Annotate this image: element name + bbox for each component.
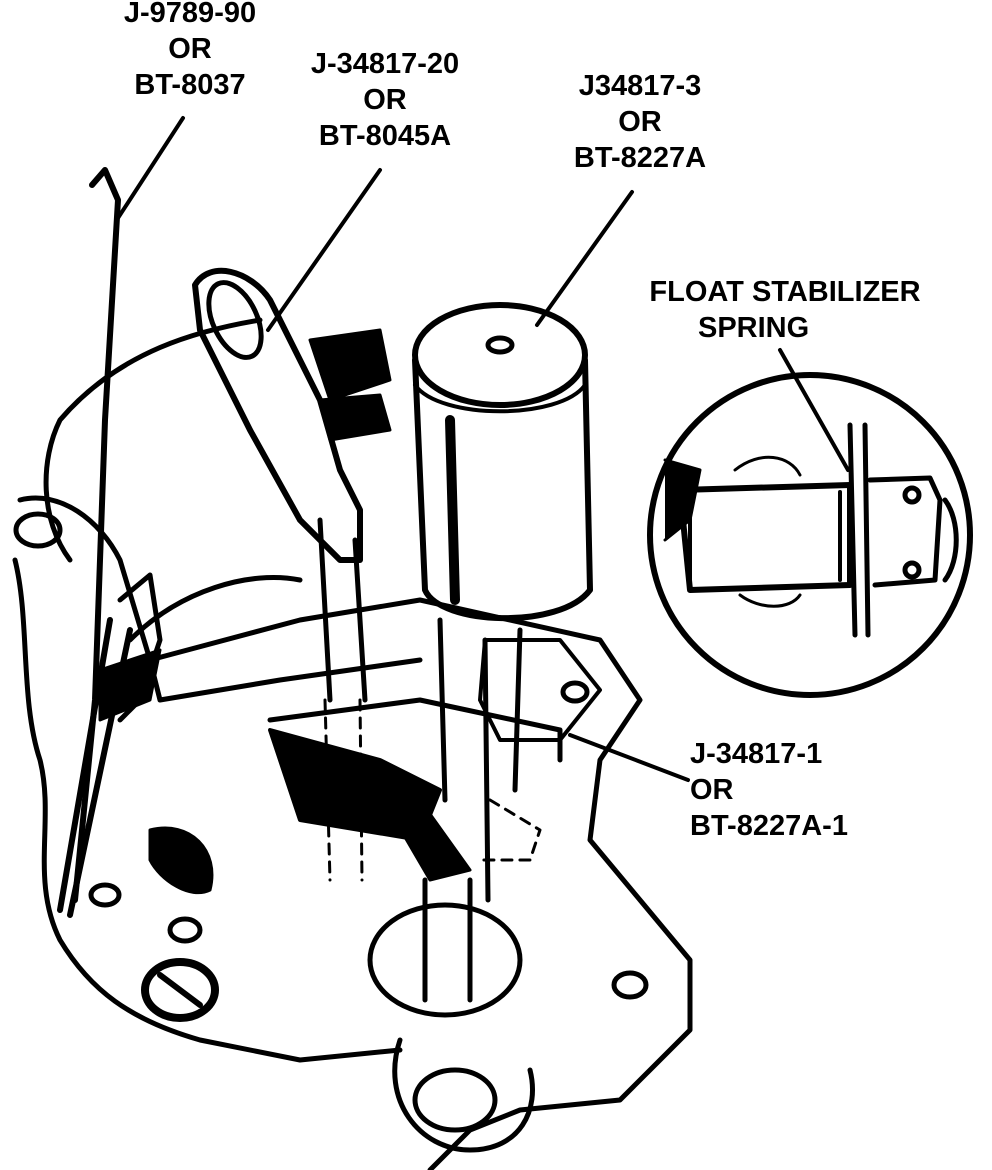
screw-slot: [157, 972, 203, 1008]
inset-spring-bar: [847, 422, 871, 638]
carb-upper-rim: [43, 317, 263, 563]
cylinder-top: [412, 302, 588, 408]
label-tool-a: J-9789-90 OR BT-8037: [105, 0, 275, 103]
label-tool-b-line3: BT-8045A: [318, 120, 452, 152]
label-tool-a-line1: J-9789-90: [123, 0, 257, 29]
label-tool-a-line3: BT-8037: [134, 69, 246, 101]
label-float-spring: FLOAT STABILIZER SPRING: [610, 274, 960, 346]
inset-float-inner: [688, 488, 842, 587]
lower-flange: [392, 1037, 535, 1153]
cylinder-sides: [412, 357, 593, 622]
label-tool-d-line1: J-34817-1: [690, 738, 823, 770]
label-tool-b: J-34817-20 OR BT-8045A: [290, 46, 480, 154]
label-tool-c: J34817-3 OR BT-8227A: [550, 68, 730, 176]
cylinder-stem: [437, 617, 523, 903]
label-tool-a-line2: OR: [168, 33, 212, 65]
inset-spring-clip: [867, 475, 943, 588]
float-block-2: [358, 758, 472, 882]
cylinder-band: [413, 383, 587, 414]
mount-hole-top-left: [13, 511, 63, 549]
inset-spring-hole1: [902, 485, 922, 505]
base-plate: [478, 638, 602, 742]
mount-hole-right: [611, 970, 649, 1000]
label-tool-d: J-34817-1 OR BT-8227A-1: [690, 736, 890, 844]
left-dark-part: [98, 648, 162, 722]
flange-hole-inner: [412, 1067, 498, 1133]
inset-right-edge: [942, 497, 959, 583]
label-float-spring-line2: SPRING: [698, 312, 810, 344]
leader-float-spring: [778, 348, 850, 472]
label-tool-d-line3: BT-8227A-1: [690, 810, 848, 842]
bore-shaft: [422, 877, 473, 1003]
carb-inner-ledge: [147, 657, 423, 703]
label-tool-d-line2: OR: [690, 774, 734, 806]
inset-hint-arc: [733, 455, 802, 608]
label-tool-b-line1: J-34817-20: [310, 48, 460, 80]
mount-hole-mid: [560, 680, 590, 704]
upper-block-2: [318, 393, 392, 442]
cylinder-top-hole: [485, 335, 515, 355]
leader-tool-c: [535, 190, 634, 327]
inset-float: [677, 482, 853, 593]
label-tool-c-line2: OR: [618, 106, 662, 138]
leader-tool-d: [568, 733, 690, 782]
carb-body-outline: [17, 495, 693, 1170]
mount-hole-left1: [88, 882, 122, 908]
flat-bar-stem: [317, 517, 368, 703]
carb-bowl-arc: [127, 575, 303, 643]
left-boss: [148, 826, 214, 895]
label-tool-c-line3: BT-8227A: [573, 142, 707, 174]
label-tool-c-line1: J34817-3: [578, 70, 702, 102]
label-tool-b-line2: OR: [363, 84, 407, 116]
carb-body-left: [12, 557, 403, 1063]
flat-bar-head: [192, 267, 363, 563]
inset-circle: [647, 372, 973, 698]
stem-dashed: [478, 798, 542, 862]
leader-tool-b: [266, 168, 382, 332]
flat-bar-hole: [206, 280, 264, 360]
cylinder-shade: [445, 415, 460, 605]
bowl-floor: [267, 697, 563, 763]
upper-block: [308, 328, 392, 402]
leader-tool-a: [116, 116, 185, 220]
inset-spring-hole2: [902, 560, 922, 580]
throttle-bore: [367, 902, 523, 1018]
screw-head: [141, 958, 219, 1022]
mount-hole-left2: [167, 916, 203, 944]
label-float-spring-line1: FLOAT STABILIZER: [649, 276, 921, 308]
